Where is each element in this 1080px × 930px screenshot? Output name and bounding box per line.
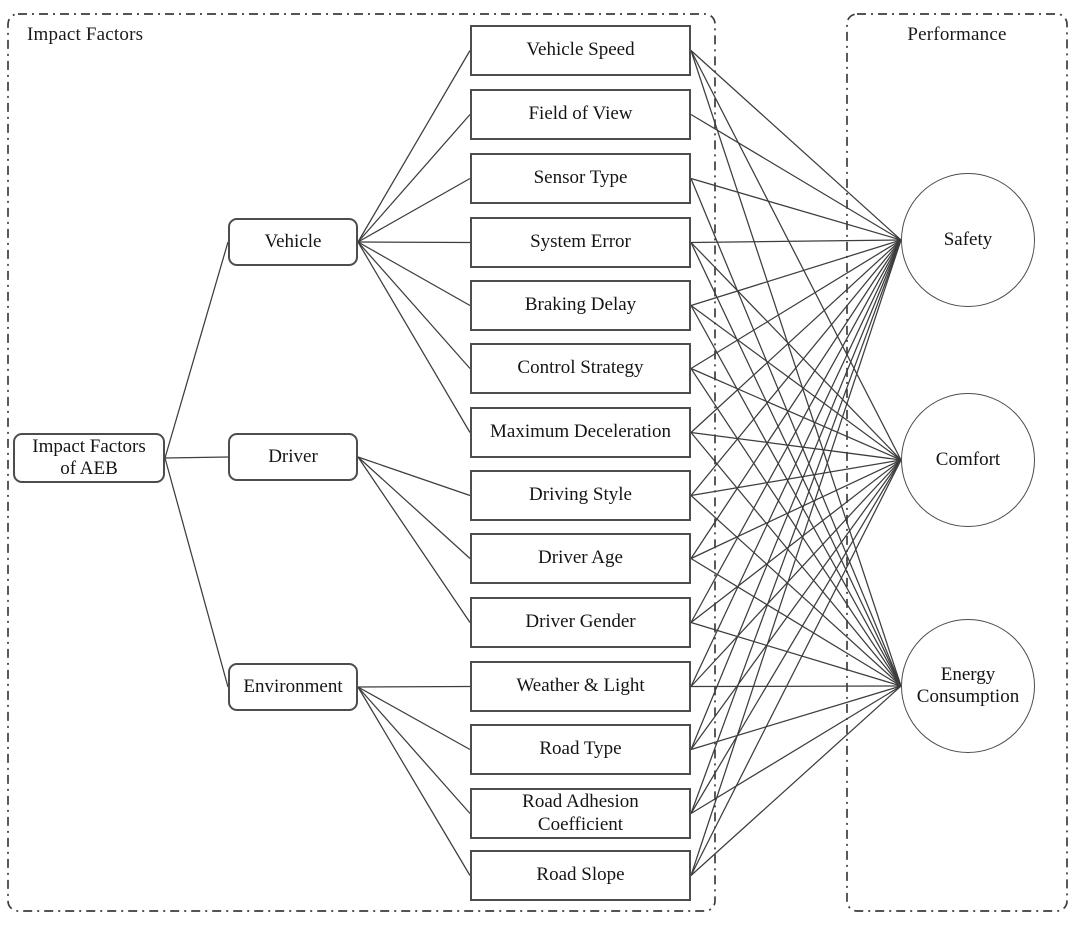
edge-road-slope-comfort <box>690 459 902 876</box>
performance-circle-energy: Energy Consumption <box>901 619 1035 753</box>
edge-driver-gender-comfort <box>690 459 902 623</box>
factor-box-road-type: Road Type <box>470 724 691 775</box>
panel-border-performance <box>846 13 1068 912</box>
root-box-impact-factors-of-aeb: Impact Factors of AEB <box>13 433 165 483</box>
impact-factors-panel-title: Impact Factors <box>27 24 144 45</box>
factor-box-vehicle-speed: Vehicle Speed <box>470 25 691 76</box>
factor-box-driving-style: Driving Style <box>470 470 691 521</box>
edge-driving-style-comfort <box>690 459 902 497</box>
edge-driving-style-safety <box>690 239 902 496</box>
factor-box-control-strategy: Control Strategy <box>470 343 691 394</box>
edge-weather-light-energy <box>690 685 902 688</box>
performance-circle-safety: Safety <box>901 173 1035 307</box>
edge-vehicle-control-strategy <box>357 241 471 369</box>
edge-maximum-deceleration-comfort <box>690 431 902 461</box>
edge-root-vehicle <box>164 241 229 459</box>
edge-road-type-energy <box>690 685 902 751</box>
edge-driver-driver-gender <box>357 456 471 623</box>
edge-weather-light-safety <box>690 239 902 687</box>
edge-braking-delay-safety <box>690 239 902 307</box>
edge-road-slope-safety <box>690 239 902 876</box>
factor-box-braking-delay: Braking Delay <box>470 280 691 331</box>
category-box-environment: Environment <box>228 663 358 711</box>
edge-braking-delay-comfort <box>690 304 902 461</box>
edge-driver-gender-energy <box>690 621 902 687</box>
edge-control-strategy-safety <box>690 239 902 370</box>
edge-environment-weather-light <box>357 685 471 688</box>
edge-road-adhesion-safety <box>690 239 902 814</box>
performance-panel-title: Performance <box>907 24 1007 45</box>
edge-sensor-type-safety <box>690 177 902 241</box>
edge-system-error-safety <box>690 239 902 244</box>
edge-driver-age-energy <box>690 557 902 687</box>
edge-road-slope-energy <box>690 685 902 876</box>
factor-box-road-slope: Road Slope <box>470 850 691 901</box>
edge-vehicle-field-of-view <box>357 114 471 243</box>
category-box-driver: Driver <box>228 433 358 481</box>
factor-box-road-adhesion: Road Adhesion Coefficient <box>470 788 691 839</box>
edge-vehicle-system-error <box>357 241 471 244</box>
factor-box-maximum-deceleration: Maximum Deceleration <box>470 407 691 458</box>
edge-vehicle-braking-delay <box>357 241 471 307</box>
edge-vehicle-vehicle-speed <box>357 50 471 243</box>
edge-control-strategy-comfort <box>690 367 902 461</box>
factor-box-weather-light: Weather & Light <box>470 661 691 712</box>
edge-driver-age-comfort <box>690 459 902 560</box>
edge-environment-road-slope <box>357 686 471 876</box>
edge-vehicle-maximum-deceleration <box>357 241 471 433</box>
edge-driving-style-energy <box>690 495 902 687</box>
edge-environment-road-type <box>357 686 471 751</box>
factor-box-driver-gender: Driver Gender <box>470 597 691 648</box>
edge-vehicle-speed-safety <box>690 50 902 241</box>
edge-road-adhesion-energy <box>690 685 902 815</box>
edge-driver-gender-safety <box>690 239 902 623</box>
factor-box-system-error: System Error <box>470 217 691 268</box>
category-box-vehicle: Vehicle <box>228 218 358 266</box>
edge-field-of-view-safety <box>690 113 902 241</box>
edge-system-error-comfort <box>690 242 902 461</box>
edge-root-driver <box>164 456 229 459</box>
edge-driver-driver-age <box>357 456 471 559</box>
edge-road-type-safety <box>690 239 902 750</box>
factor-box-sensor-type: Sensor Type <box>470 153 691 204</box>
performance-circle-comfort: Comfort <box>901 393 1035 527</box>
edge-vehicle-speed-comfort <box>690 50 902 461</box>
factor-box-field-of-view: Field of View <box>470 89 691 140</box>
edge-weather-light-comfort <box>690 459 902 687</box>
edge-vehicle-sensor-type <box>357 177 471 243</box>
edge-driver-driving-style <box>357 456 471 497</box>
edge-road-type-comfort <box>690 459 902 750</box>
edge-maximum-deceleration-safety <box>690 239 902 433</box>
edge-driver-age-safety <box>690 239 902 559</box>
factor-box-driver-age: Driver Age <box>470 533 691 584</box>
edge-root-environment <box>164 457 229 688</box>
edge-environment-road-adhesion <box>357 686 471 814</box>
edge-road-adhesion-comfort <box>690 459 902 814</box>
panel-border-impact <box>7 13 716 912</box>
